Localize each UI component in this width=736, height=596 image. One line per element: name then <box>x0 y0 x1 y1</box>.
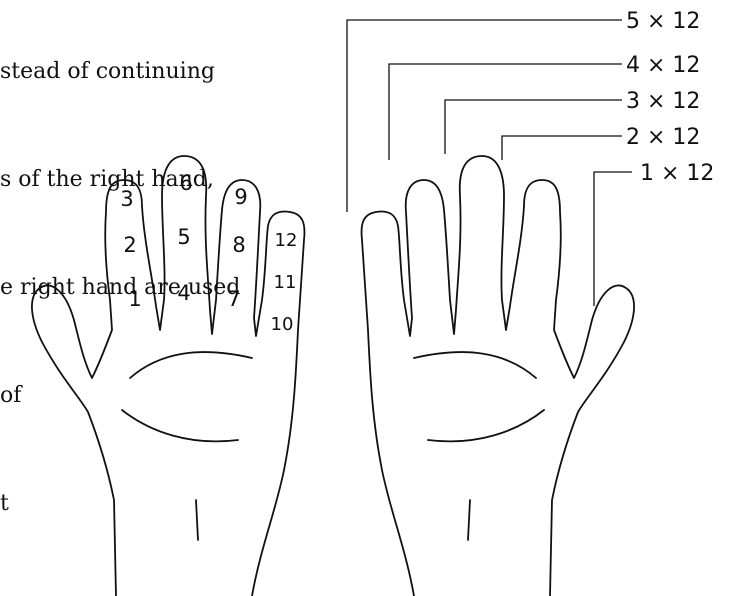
left-wrist-line <box>196 500 198 540</box>
finger-label: 1 × 12 <box>640 161 714 186</box>
finger-number: 11 <box>274 272 297 293</box>
leader-line <box>445 100 622 154</box>
finger-number: 9 <box>234 185 247 209</box>
finger-number: 2 <box>123 233 136 257</box>
finger-number: 12 <box>275 230 298 251</box>
right-hand-outline <box>362 156 635 596</box>
finger-number: 1 <box>128 287 141 311</box>
finger-label: 4 × 12 <box>626 53 700 78</box>
multiplication-labels: 5 × 12 4 × 12 3 × 12 2 × 12 1 × 12 <box>626 9 714 186</box>
finger-number: 8 <box>232 233 245 257</box>
left-hand-outline <box>32 156 305 596</box>
left-palm-crease-lower <box>122 410 238 441</box>
finger-number: 3 <box>120 187 133 211</box>
right-wrist-line <box>468 500 470 540</box>
finger-number: 10 <box>271 314 294 335</box>
left-hand <box>32 156 305 596</box>
right-palm-crease-lower <box>428 410 544 441</box>
right-hand <box>362 156 635 596</box>
finger-label: 3 × 12 <box>626 89 700 114</box>
leader-line <box>347 20 622 212</box>
finger-number: 7 <box>227 287 240 311</box>
finger-number: 5 <box>177 225 190 249</box>
leader-line <box>389 64 622 160</box>
leader-lines <box>347 20 632 306</box>
finger-label: 5 × 12 <box>626 9 700 34</box>
finger-label: 2 × 12 <box>626 125 700 150</box>
right-palm-crease-upper <box>414 352 536 378</box>
finger-number: 6 <box>179 171 192 195</box>
left-palm-crease-upper <box>130 352 252 378</box>
leader-line <box>502 136 622 160</box>
finger-number: 4 <box>177 281 190 305</box>
